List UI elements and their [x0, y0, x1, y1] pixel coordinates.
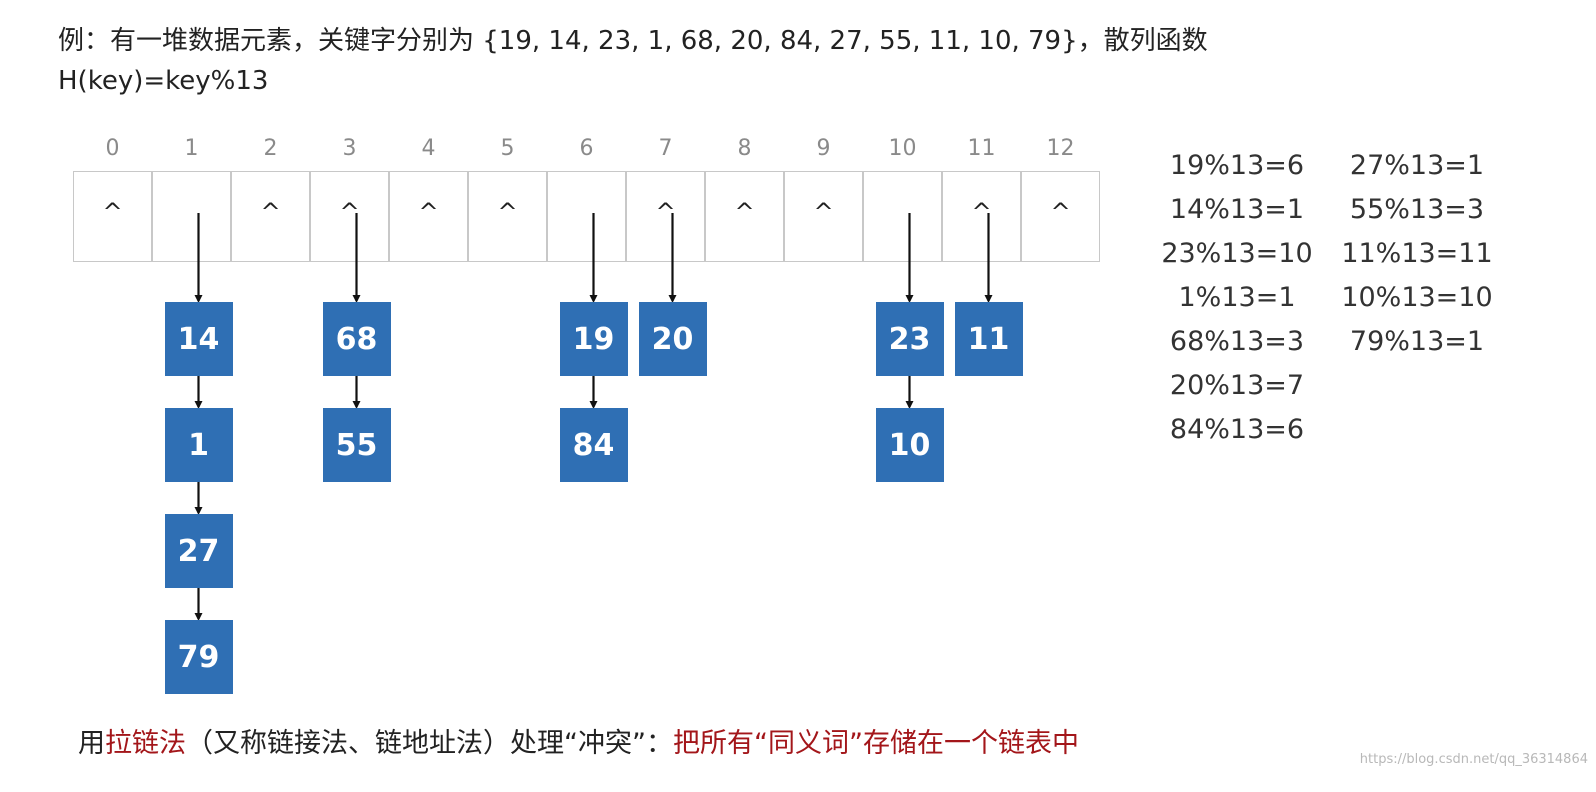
slot-index-2: 2 [263, 136, 278, 161]
table-slot-3 [310, 171, 389, 262]
slot-index-10: 10 [888, 136, 917, 161]
table-slot-0 [73, 171, 152, 262]
slot-index-1: 1 [184, 136, 199, 161]
chain-node-1-0: 14 [164, 302, 233, 376]
null-pointer-0: ^ [102, 198, 123, 226]
table-slot-1 [152, 171, 231, 262]
slot-index-12: 12 [1046, 136, 1075, 161]
calc-right-0: 27%13=1 [1349, 150, 1485, 181]
footer-method: 拉链法 [105, 728, 186, 759]
null-pointer-2: ^ [260, 198, 281, 226]
null-pointer-4: ^ [418, 198, 439, 226]
chain-node-1-2: 27 [164, 514, 233, 588]
footer-conclusion: 把所有“同义词”存储在一个链表中 [672, 728, 1079, 759]
chain-node-6-0: 19 [559, 302, 628, 376]
chain-node-7-0: 20 [638, 302, 707, 376]
null-pointer-3: ^ [339, 198, 360, 226]
watermark: https://blog.csdn.net/qq_36314864 [1359, 752, 1588, 767]
slot-index-11: 11 [967, 136, 996, 161]
calc-left-3: 1%13=1 [1178, 282, 1296, 313]
title-line-1: 例：有一堆数据元素，关键字分别为 {19, 14, 23, 1, 68, 20,… [58, 26, 1208, 56]
slot-index-4: 4 [421, 136, 436, 161]
null-pointer-8: ^ [734, 198, 755, 226]
title-line-2: H(key)=key%13 [58, 66, 269, 96]
slot-index-0: 0 [105, 136, 120, 161]
chain-node-10-1: 10 [875, 408, 944, 482]
slot-index-5: 5 [500, 136, 515, 161]
table-slot-11 [942, 171, 1021, 262]
chain-node-11-0: 11 [954, 302, 1023, 376]
null-pointer-9: ^ [813, 198, 834, 226]
footer-part-1: 用 [78, 728, 105, 759]
slot-index-9: 9 [816, 136, 831, 161]
chain-node-1-1: 1 [164, 408, 233, 482]
null-pointer-11: ^ [971, 198, 992, 226]
table-slot-10 [863, 171, 942, 262]
table-slot-2 [231, 171, 310, 262]
calc-left-2: 23%13=10 [1161, 238, 1313, 269]
chain-node-3-0: 68 [322, 302, 391, 376]
table-slot-6 [547, 171, 626, 262]
calc-left-1: 14%13=1 [1169, 194, 1305, 225]
calc-left-5: 20%13=7 [1169, 370, 1305, 401]
null-pointer-7: ^ [655, 198, 676, 226]
chain-node-3-1: 55 [322, 408, 391, 482]
calc-left-4: 68%13=3 [1169, 326, 1305, 357]
chain-node-10-0: 23 [875, 302, 944, 376]
table-slot-12 [1021, 171, 1100, 262]
table-slot-4 [389, 171, 468, 262]
footer-note: 用拉链法（又称链接法、链地址法）处理“冲突”：把所有“同义词”存储在一个链表中 [78, 721, 1079, 760]
chain-node-1-3: 79 [164, 620, 233, 694]
slot-index-8: 8 [737, 136, 752, 161]
footer-part-3: （又称链接法、链地址法）处理“冲突”： [186, 728, 673, 759]
table-slot-8 [705, 171, 784, 262]
slot-index-6: 6 [579, 136, 594, 161]
calc-right-3: 10%13=10 [1341, 282, 1493, 313]
calc-right-2: 11%13=11 [1341, 238, 1493, 269]
null-pointer-12: ^ [1050, 198, 1071, 226]
table-slot-7 [626, 171, 705, 262]
calc-left-6: 84%13=6 [1169, 414, 1305, 445]
calc-right-1: 55%13=3 [1349, 194, 1485, 225]
calc-right-4: 79%13=1 [1349, 326, 1485, 357]
slot-index-3: 3 [342, 136, 357, 161]
table-slot-5 [468, 171, 547, 262]
slot-index-7: 7 [658, 136, 673, 161]
null-pointer-5: ^ [497, 198, 518, 226]
chain-node-6-1: 84 [559, 408, 628, 482]
calc-left-0: 19%13=6 [1169, 150, 1305, 181]
table-slot-9 [784, 171, 863, 262]
